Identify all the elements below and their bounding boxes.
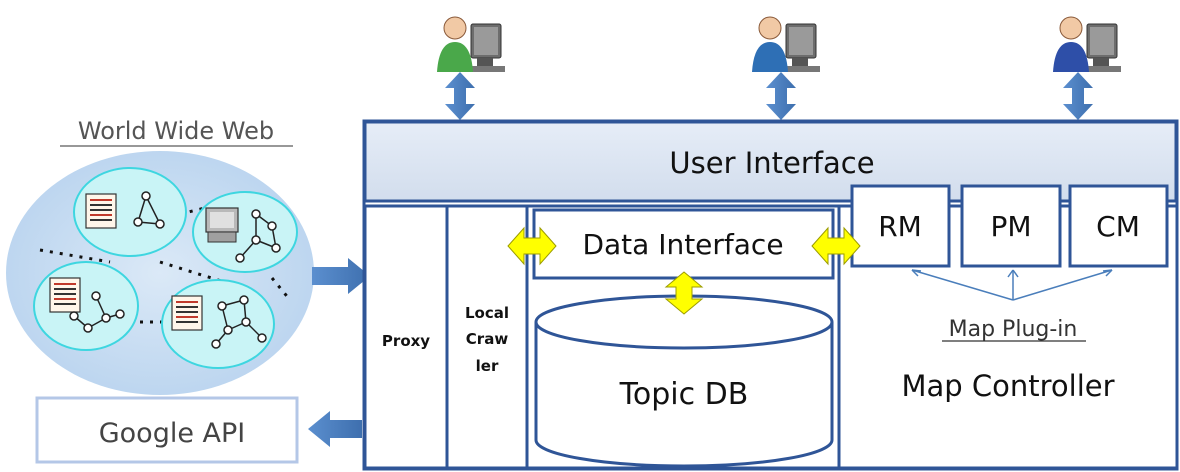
user-1-icon	[436, 16, 506, 73]
user-3-arrow	[1063, 72, 1093, 120]
user-2-arrow	[766, 72, 796, 120]
document-icon	[85, 193, 117, 229]
web-node	[73, 167, 187, 257]
user-3-icon	[1052, 16, 1122, 73]
map-plugin-caption: Map Plug-in	[949, 317, 1078, 342]
web-node	[33, 261, 139, 351]
rm-plugin-label: RM	[878, 210, 922, 243]
crawler-data-interface-arrow	[507, 226, 557, 266]
google-api-box	[35, 396, 299, 464]
monitor-icon	[205, 207, 239, 243]
document-icon	[49, 277, 81, 313]
cm-plugin-box	[1068, 184, 1169, 268]
local-crawler-line2: Craw	[466, 330, 509, 348]
local-crawler-line3: ler	[476, 357, 499, 375]
rm-plugin-box	[850, 184, 951, 268]
web-node	[161, 279, 275, 369]
data-interface-db-arrow	[664, 271, 704, 315]
user-interface-label: User Interface	[669, 146, 874, 180]
web-node	[192, 191, 298, 273]
pm-plugin-label: PM	[990, 210, 1031, 243]
web-to-proxy-arrow	[312, 258, 370, 294]
document-icon	[171, 295, 203, 331]
topic-db-cylinder	[534, 294, 834, 468]
pm-plugin-box	[960, 184, 1062, 268]
map-controller-label: Map Controller	[901, 369, 1114, 403]
cm-plugin-label: CM	[1096, 210, 1140, 243]
data-interface-label: Data Interface	[582, 228, 783, 261]
data-interface-map-arrow	[811, 226, 861, 266]
user-1-arrow	[445, 72, 475, 120]
proxy-label: Proxy	[382, 332, 430, 350]
user-2-icon	[751, 16, 821, 73]
plugin-connector-arrows	[911, 269, 1113, 301]
proxy-to-google-arrow	[308, 411, 362, 447]
local-crawler-line1: Local	[465, 304, 509, 322]
web-title: World Wide Web	[78, 117, 274, 145]
google-api-label: Google API	[99, 418, 246, 449]
topic-db-label: Topic DB	[619, 377, 749, 412]
